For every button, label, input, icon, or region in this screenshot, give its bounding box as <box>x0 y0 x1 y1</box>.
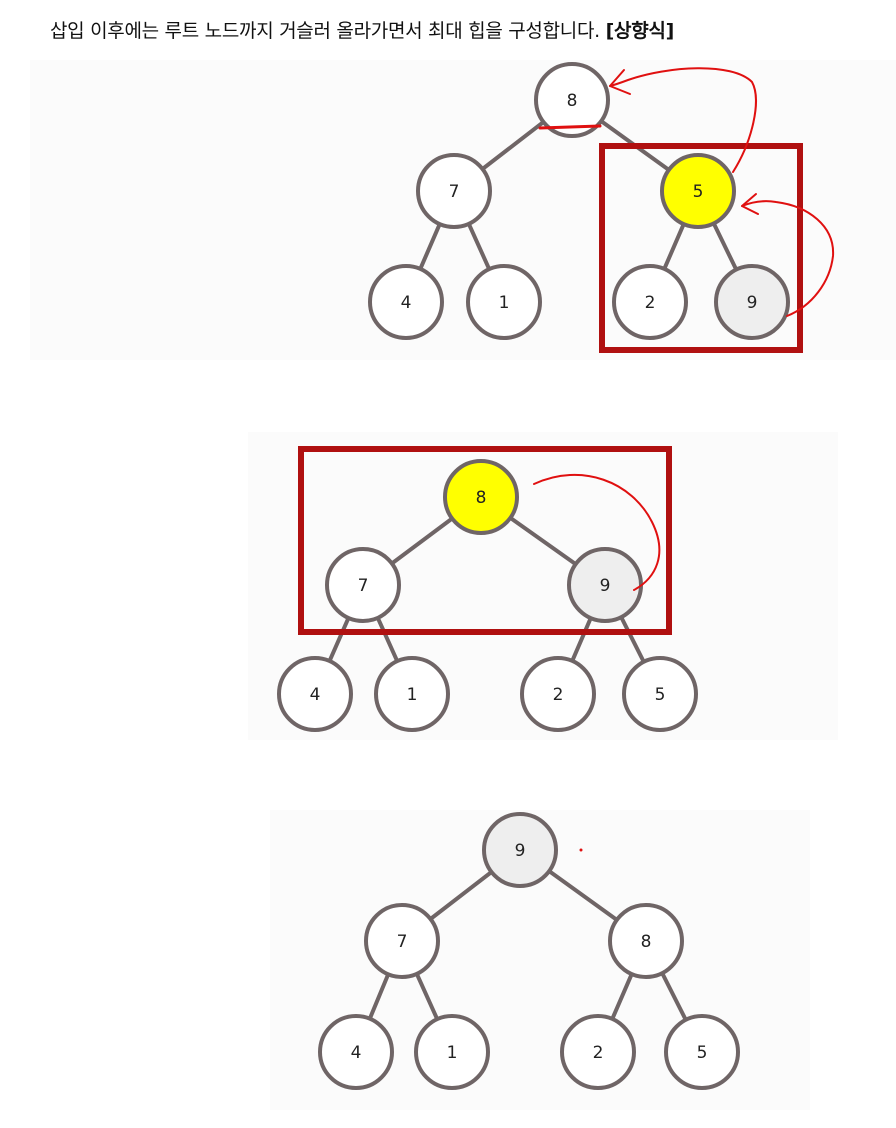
tree-edge <box>418 222 442 271</box>
tree-node-circle <box>368 264 444 340</box>
tree-node-circle <box>660 153 736 229</box>
tree-node-circle <box>482 812 558 888</box>
tree-edge <box>375 615 400 664</box>
arrowhead-icon <box>741 193 759 215</box>
tree-node-circle <box>374 656 450 732</box>
tree-node-label: 7 <box>358 576 369 596</box>
swap-arrow-9-to-5 <box>741 200 835 317</box>
tree-node-label: 9 <box>515 841 526 861</box>
tree-node-label: 4 <box>351 1043 362 1063</box>
caption-emphasis: [상향식] <box>605 20 675 42</box>
tree-node-circle <box>664 1014 740 1090</box>
tree-edge <box>466 221 492 272</box>
tree-edge <box>389 516 455 566</box>
tree-node-label: 2 <box>553 685 564 705</box>
tree-node-circle <box>520 656 596 732</box>
tree-edge <box>508 515 578 567</box>
tree-node-circle <box>277 656 353 732</box>
tree-node-label: 5 <box>655 685 666 705</box>
tree-edge <box>660 971 688 1022</box>
swap-arrow-5-to-8 <box>609 67 757 173</box>
highlight-box-1 <box>599 143 803 353</box>
tree-edge <box>480 119 546 172</box>
highlight-box-2 <box>298 446 672 635</box>
tree-node-label: 8 <box>476 488 487 508</box>
tree-edge <box>610 972 634 1021</box>
tree-node-circle <box>534 62 610 138</box>
tree-node-circle <box>560 1014 636 1090</box>
tree-edge <box>367 972 391 1021</box>
swap-arrow-8-to-9 <box>533 473 661 591</box>
tree-edge <box>428 869 494 922</box>
caption-text: 삽입 이후에는 루트 노드까지 거슬러 올라가면서 최대 힙을 구성합니다. <box>50 20 600 42</box>
tree-node-circle <box>466 264 542 340</box>
tree-edge <box>414 971 440 1022</box>
tree-node-label: 2 <box>645 293 656 313</box>
tree-node-circle <box>443 459 519 535</box>
tree-edge <box>327 615 351 664</box>
tree-edge <box>662 222 686 271</box>
tree-node-circle <box>608 903 684 979</box>
tree-node-label: 1 <box>407 685 418 705</box>
tree-node-label: 7 <box>449 182 460 202</box>
caption: 삽입 이후에는 루트 노드까지 거슬러 올라가면서 최대 힙을 구성합니다. [… <box>50 16 674 43</box>
tree-node-label: 2 <box>593 1043 604 1063</box>
tree-node-circle <box>318 1014 394 1090</box>
tree-node-label: 8 <box>567 91 578 111</box>
tree-node-circle <box>612 264 688 340</box>
tree-node-label: 5 <box>697 1043 708 1063</box>
tree-edge <box>547 869 619 922</box>
tree-node-label: 5 <box>693 182 704 202</box>
tree-node-label: 1 <box>499 293 510 313</box>
tree-node-label: 4 <box>401 293 412 313</box>
tree-node-label: 7 <box>397 932 408 952</box>
tree-node-circle <box>364 903 440 979</box>
tree-node-label: 9 <box>747 293 758 313</box>
tree-node-label: 9 <box>600 576 611 596</box>
tree-edge <box>570 616 593 663</box>
strike-mark <box>538 124 602 130</box>
tree-node-label: 4 <box>310 685 321 705</box>
tree-node-circle <box>325 547 401 623</box>
tree-node-circle <box>622 656 698 732</box>
tree-node-circle <box>714 264 790 340</box>
tree-node-label: 1 <box>447 1043 458 1063</box>
tree-node-label: 8 <box>641 932 652 952</box>
tree-node-circle <box>416 153 492 229</box>
annotation-dot <box>579 848 583 852</box>
tree-edge <box>711 221 739 272</box>
tree-node-circle <box>414 1014 490 1090</box>
tree-edge <box>619 615 646 664</box>
arrowhead-icon <box>609 69 631 95</box>
